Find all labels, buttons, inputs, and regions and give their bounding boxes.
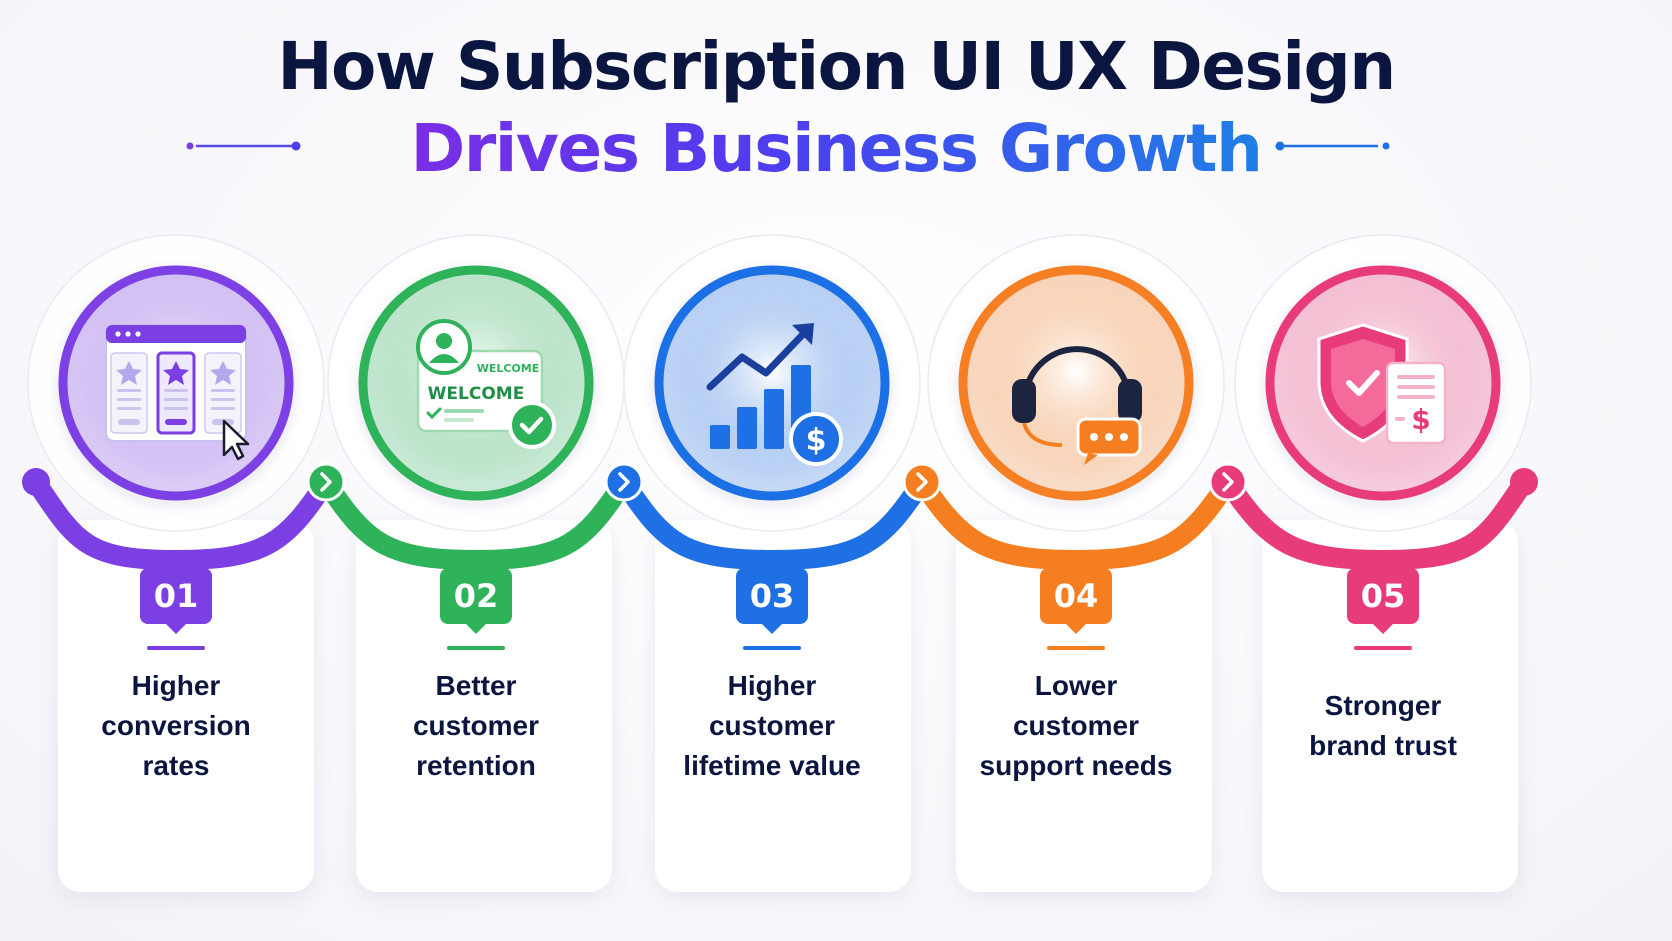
welcome-large-text: WELCOME: [428, 384, 525, 404]
step-label-line: brand trust: [1309, 730, 1457, 761]
shield-invoice-icon: $: [1317, 323, 1447, 445]
step-label-03: Higher customer lifetime value: [644, 666, 900, 786]
step-label-line: customer: [1012, 710, 1140, 741]
step-underline: [743, 646, 801, 650]
wave-segment-05: [1218, 472, 1534, 571]
wave-segment-04: [912, 472, 1238, 571]
step-label-05: Stronger brand trust: [1255, 686, 1511, 766]
step-label-02: Better customer retention: [348, 666, 604, 786]
step-underline: [447, 646, 505, 650]
connector-chevron-icon: [1208, 462, 1248, 502]
wave-segment-02: [316, 472, 634, 571]
step-number-badge: 04: [1040, 568, 1112, 634]
step-label-line: Stronger: [1324, 690, 1442, 721]
step-label-line: retention: [416, 750, 536, 781]
wave-start-dot: [22, 468, 50, 496]
step-label-04: Lower customer support needs: [948, 666, 1204, 786]
connector-chevron-icon: [306, 462, 346, 502]
connector-chevron-icon: [902, 462, 942, 502]
step-label-line: support needs: [979, 750, 1173, 781]
dollar-sign-icon: $: [1411, 403, 1430, 436]
growth-chart-dollar-icon: $: [706, 323, 843, 466]
title-block: How Subscription UI UX Design Drives Bus…: [0, 26, 1672, 190]
step-number-badge: 02: [440, 568, 512, 634]
wave-end-dot: [1510, 468, 1538, 496]
step-circle-03: [654, 265, 890, 501]
step-number-badge: 05: [1347, 568, 1419, 634]
step-label-line: conversion: [101, 710, 251, 741]
step-number-badge: 03: [736, 568, 808, 634]
step-label-line: customer: [412, 710, 540, 741]
step-label-line: Higher: [727, 670, 817, 701]
step-underline: [1047, 646, 1105, 650]
step-label-line: Better: [435, 670, 517, 701]
dollar-sign-icon: $: [806, 423, 827, 458]
step-label-line: lifetime value: [683, 750, 861, 781]
step-underline: [1354, 646, 1412, 650]
headset-chat-icon: [1012, 346, 1142, 465]
decorative-line-right: [1275, 141, 1390, 151]
step-circle-04: [958, 265, 1194, 501]
step-label-line: rates: [142, 750, 210, 781]
title-line-1: How Subscription UI UX Design: [277, 28, 1396, 105]
pricing-plans-icon: [105, 324, 250, 461]
wave-segment-03: [614, 472, 932, 571]
step-underline: [147, 646, 205, 650]
title-line-2: Drives Business Growth: [410, 108, 1263, 190]
step-number-badge: 01: [140, 568, 212, 634]
wave-segment-01: [26, 472, 336, 571]
step-label-line: Higher: [131, 670, 221, 701]
step-label-line: Lower: [1034, 670, 1118, 701]
welcome-small-text: WELCOME: [477, 362, 540, 375]
step-label-01: Higher conversion rates: [48, 666, 304, 786]
step-label-line: customer: [708, 710, 836, 741]
connector-chevron-icon: [604, 462, 644, 502]
welcome-card-icon: WELCOME WELCOME: [416, 319, 556, 449]
decorative-line-left: [186, 141, 301, 151]
